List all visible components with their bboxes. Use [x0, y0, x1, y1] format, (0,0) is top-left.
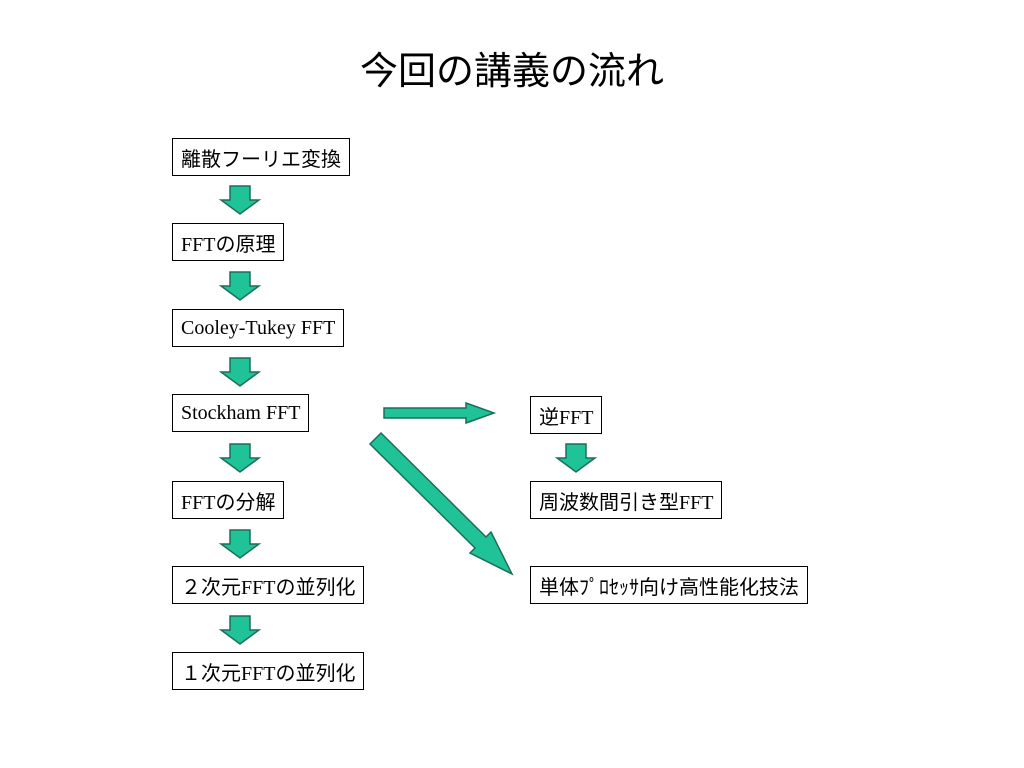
- node-dft: 離散フーリエ変換: [172, 138, 350, 176]
- node-fft-decomposition: FFTの分解: [172, 481, 285, 519]
- node-inverse-fft: 逆FFT: [530, 396, 603, 434]
- right-arrow-inverse: [383, 401, 497, 425]
- node-single-processor: 単体ﾌﾟﾛｾｯｻ向け高性能化技法: [530, 566, 808, 604]
- down-arrow-2: [218, 271, 262, 301]
- node-dif-fft: 周波数間引き型FFT: [530, 481, 723, 519]
- slide-title: 今回の講義の流れ: [359, 49, 664, 93]
- down-arrow-right: [554, 443, 598, 473]
- down-arrow-6: [218, 615, 262, 645]
- node-fft-principle: FFTの原理: [172, 223, 285, 261]
- down-arrow-5: [218, 529, 262, 559]
- node-parallel-1d: １次元FFTの並列化: [172, 652, 365, 690]
- down-arrow-3: [218, 357, 262, 387]
- node-cooley-tukey: Cooley-Tukey FFT: [172, 309, 345, 347]
- down-arrow-1: [218, 185, 262, 215]
- node-parallel-2d: ２次元FFTの並列化: [172, 566, 365, 604]
- node-stockham: Stockham FFT: [172, 394, 310, 432]
- down-arrow-4: [218, 443, 262, 473]
- diagonal-arrow-single: [368, 431, 514, 576]
